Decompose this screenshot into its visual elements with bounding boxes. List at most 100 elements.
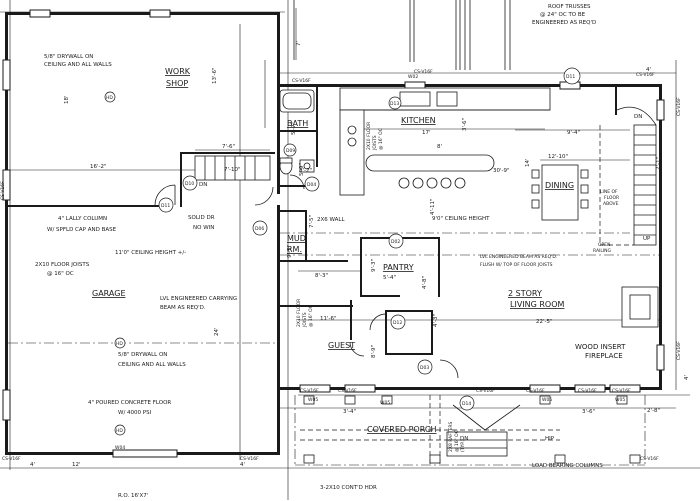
door-swings [154, 174, 459, 379]
window-cs-f: CS-V16F [578, 388, 597, 394]
note-kitchen-joists-1: 2X10 FLOOR [366, 122, 372, 150]
tag-d10: D10 [185, 181, 194, 187]
note-porch-rafters-3: (TYP.) [460, 439, 466, 452]
tag-d13: D13 [390, 101, 399, 107]
dining-table [531, 164, 589, 221]
tag-d09: D09 [286, 148, 295, 154]
tag-d02: D02 [391, 239, 400, 245]
window-w02: W02 [408, 74, 418, 80]
note-living-joists-2: JOISTS [302, 312, 308, 328]
note-up: UP [643, 236, 651, 242]
door-tags [104, 67, 581, 436]
note-lvl-living-1: LVL ENGINEERED BEAM AS REQ'D. [480, 254, 557, 260]
note-dn-living: DN [634, 114, 642, 120]
window-cs-b: CS-V16F [636, 72, 655, 78]
note-kitchen-joists-2: JOISTS [372, 135, 378, 151]
note-fireplace-1: WOOD INSERT [575, 343, 626, 351]
top-roof-hatch [293, 0, 511, 70]
beam-lines [8, 232, 660, 344]
dim-30-9: 30'-9" [493, 168, 510, 174]
note-porch-rafters-1: 2X8 RAFTERS [448, 422, 454, 452]
dim-4-right: 4' [684, 375, 690, 380]
tag-d11-top: D11 [566, 74, 575, 80]
dim-13-6: 13'-6" [212, 67, 218, 84]
room-garage: GARAGE [92, 289, 126, 298]
note-concrete-2: W/ 4000 PSI [118, 410, 152, 416]
note-fireplace-2: FIREPLACE [585, 352, 623, 360]
note-solid-door-1: SOLID DR [188, 215, 215, 221]
window-cs-o: CS-V16F [292, 78, 311, 84]
note-garage-joists-2: @ 16" OC [47, 271, 74, 277]
fireplace-symbol [621, 286, 659, 328]
window-w05-c: W05 [542, 397, 552, 403]
window-openings [2, 9, 665, 458]
note-2x6-wall: 2X6 WALL [317, 217, 345, 223]
note-dn-porch: DN [460, 436, 468, 442]
dim-5-9: 5'-9" [299, 163, 305, 176]
dim-5-4: 5'-4" [383, 275, 396, 281]
dim-22-5: 22'-5" [536, 319, 553, 325]
note-dn-shop: DN [199, 182, 207, 188]
note-drywall-shop-1: 5/8" DRYWALL ON [44, 54, 93, 60]
room-workshop-line1: WORK [165, 67, 191, 76]
tag-d12: D12 [393, 320, 402, 326]
exterior-walls [5, 12, 662, 455]
porch-outline [294, 395, 646, 466]
dim-4-3: 4'-3" [433, 314, 439, 327]
window-cs-d: CS-V16F [338, 388, 357, 394]
window-cs-k: CS-V16F [0, 181, 6, 200]
window-w05-b: W05 [380, 400, 390, 406]
dim-4-left: 4' [30, 462, 35, 468]
note-kitchen-joists-3: @ 16" OC [378, 128, 384, 150]
window-cs-a: CS-V16F [414, 69, 433, 75]
note-lvl-garage-2: BEAM AS REQ'D. [160, 305, 206, 311]
note-lally-1: 4" LALLY COLUMN [58, 216, 107, 222]
tag-d06: D06 [255, 226, 264, 232]
dim-7-5: 7'-5" [309, 215, 315, 228]
window-cs-n: CS-V16F [476, 388, 495, 394]
dim-11-6: 11'-6" [320, 316, 337, 322]
window-cs-j: CS-V16F [640, 456, 659, 462]
room-porch: COVERED PORCH [367, 425, 436, 434]
dim-16-2: 16'-2" [90, 164, 107, 170]
dim-17: 17' [422, 130, 431, 136]
note-open-railing-1: OPEN [598, 242, 610, 248]
note-ro: R.O. 16'X7' [118, 493, 148, 499]
dim-7-top: 7' [296, 41, 302, 46]
dim-12: 12' [72, 462, 81, 468]
note-drywall-garage-2: CEILING AND ALL WALLS [118, 362, 186, 368]
tag-d14: D14 [462, 401, 471, 407]
dim-7-6: 7'-6" [222, 144, 235, 150]
note-drywall-garage-1: 5/8" DRYWALL ON [118, 352, 167, 358]
note-drywall-shop-2: CEILING AND ALL WALLS [44, 62, 112, 68]
window-cs-h: CS-V16F [2, 456, 21, 462]
bath-fixtures [279, 89, 315, 175]
tag-hd-3: HD [116, 428, 123, 434]
tag-d04: D04 [307, 182, 316, 188]
window-cs-g: CS-V16F [612, 388, 631, 394]
dim-8-3: 8'-3" [315, 273, 328, 279]
dim-2-8: 2'-8" [647, 408, 660, 414]
note-porch-rafters-2: @ 16" OC [454, 430, 460, 452]
room-workshop-line2: SHOP [166, 79, 188, 88]
window-cs-i: CS-V16F [240, 456, 259, 462]
note-garage-joists-1: 2X10 FLOOR JOISTS [35, 262, 90, 268]
window-w04: W04 [115, 445, 125, 451]
note-load-columns: LOAD BEARING COLUMNS [532, 463, 603, 469]
dim-14: 14' [525, 158, 531, 167]
window-cs-c: CS-V16F [300, 388, 319, 394]
note-line-floor-3: ABOVE [603, 201, 619, 207]
note-line-floor-1: LINE OF [600, 189, 618, 195]
window-w05-a: W05 [308, 397, 318, 403]
note-lvl-living-2: FLUSH W/ TOP OF FLOOR JOISTS [480, 262, 553, 268]
house-stairs [599, 106, 657, 246]
dim-12-10: 12'-10" [548, 154, 568, 160]
dim-3-6: 3'-6" [462, 118, 468, 131]
tag-d11-left: D11 [161, 203, 170, 209]
porch-steps [446, 431, 508, 457]
porch-columns [303, 395, 641, 464]
room-living-line1: 2 STORY [508, 289, 542, 298]
note-hip: HIP [545, 436, 555, 442]
note-solid-door-2: NO WIN [193, 225, 214, 231]
note-lally-2: W/ SPFLD CAP AND BASE [47, 227, 117, 233]
